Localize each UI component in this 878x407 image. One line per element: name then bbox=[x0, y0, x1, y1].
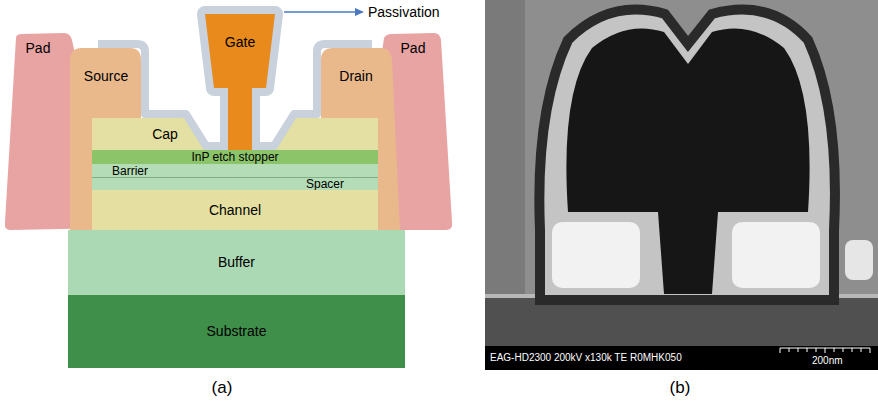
tem-void bbox=[552, 222, 640, 288]
layer-label: Substrate bbox=[207, 323, 267, 339]
tem-void bbox=[732, 222, 820, 288]
tem-void bbox=[845, 240, 873, 280]
spacer-layer: Spacer bbox=[92, 177, 378, 190]
scale-tick bbox=[789, 348, 790, 352]
cap-layer: Cap bbox=[149, 124, 181, 144]
tem-region bbox=[485, 0, 525, 300]
instrument-info: EAG-HD2300 200kV x130k TE bbox=[490, 352, 627, 364]
pad: Pad bbox=[398, 38, 429, 58]
layer-label: Channel bbox=[209, 202, 261, 218]
scale-tick bbox=[861, 348, 862, 352]
panel-label: (a) bbox=[212, 378, 233, 398]
layer-label: Barrier bbox=[112, 165, 148, 177]
layer-label: Cap bbox=[152, 126, 178, 142]
layer-label: Pad bbox=[26, 40, 51, 56]
layer-label: InP etch stopper bbox=[191, 151, 278, 164]
pad: Pad bbox=[23, 38, 54, 58]
source: Source bbox=[81, 66, 131, 86]
callout-label: Passivation bbox=[368, 4, 440, 20]
scale-tick bbox=[852, 348, 853, 352]
layer-label: Pad bbox=[401, 40, 426, 56]
barrier-layer: Barrier bbox=[92, 164, 378, 177]
scale-tick bbox=[798, 348, 799, 352]
tem-info-bar bbox=[485, 346, 878, 370]
gate-metal bbox=[205, 14, 275, 150]
channel-layer: Channel bbox=[92, 190, 378, 230]
leader-line bbox=[284, 11, 356, 13]
scale-tick bbox=[870, 348, 871, 353]
scale-tick bbox=[825, 348, 826, 353]
scale-tick bbox=[816, 348, 817, 352]
panel-label: (b) bbox=[670, 378, 691, 398]
layer-label: Gate bbox=[225, 34, 255, 50]
scale-tick bbox=[843, 348, 844, 352]
layer-label: Source bbox=[84, 68, 128, 84]
tem-passivation bbox=[539, 10, 835, 300]
scale-bar bbox=[780, 348, 870, 353]
gate: Gate bbox=[222, 32, 258, 52]
buffer-layer: Buffer bbox=[68, 230, 405, 295]
etch-stop-layer: InP etch stopper bbox=[92, 150, 378, 164]
scale-label: 200nm bbox=[812, 355, 843, 367]
scale-tick bbox=[780, 348, 781, 353]
arrow-head bbox=[355, 8, 364, 16]
scale-tick bbox=[807, 348, 808, 352]
layer-label: Drain bbox=[339, 68, 372, 84]
sample-id: R0MHK050 bbox=[630, 352, 682, 364]
scale-tick bbox=[834, 348, 835, 352]
passivation-layer bbox=[205, 14, 275, 150]
tem-gate bbox=[566, 28, 809, 294]
layer-label: Buffer bbox=[218, 254, 255, 270]
substrate-layer: Substrate bbox=[68, 295, 405, 368]
layer-label: Spacer bbox=[306, 178, 344, 190]
tem-background bbox=[485, 0, 878, 346]
drain: Drain bbox=[336, 66, 375, 86]
